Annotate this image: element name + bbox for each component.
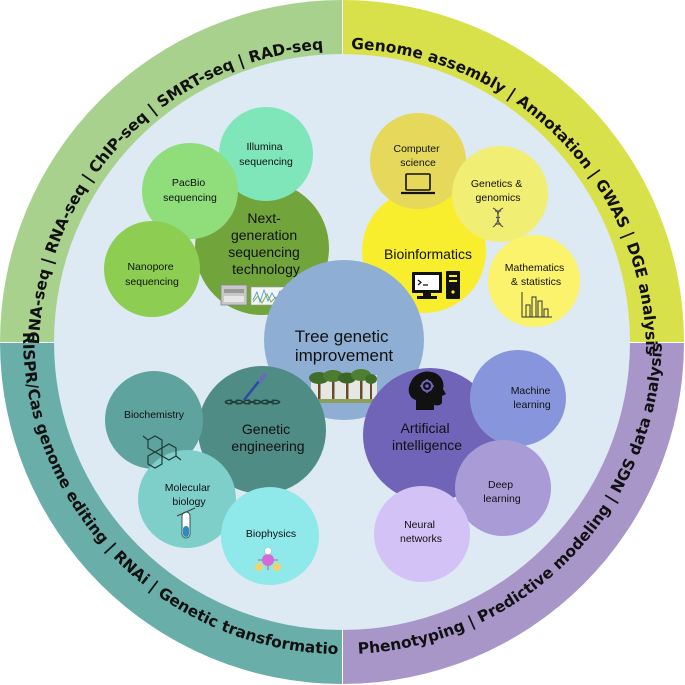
gen-eng-main-label: Genetic engineering <box>231 421 304 454</box>
illumina-circle <box>219 107 313 201</box>
biochemistry-label: Biochemistry <box>124 409 185 421</box>
illumina-label: Illumina sequencing <box>239 141 293 168</box>
genetics-genomics-circle <box>452 146 548 242</box>
genetic-engineering-cluster: Biochemistry Molecular biology Biophysic… <box>105 366 326 585</box>
trees-icon <box>309 369 377 403</box>
center-node: Tree genetic improvement <box>264 260 424 420</box>
ngs-cluster: Illumina sequencing PacBio sequencing Na… <box>104 107 329 317</box>
center-circle <box>264 260 424 420</box>
pacbio-circle <box>142 143 238 239</box>
machine-learning-circle <box>470 350 566 446</box>
bioinformatics-cluster: Computer science Genetics & genomics Mat… <box>362 113 580 327</box>
brain-gear-icon <box>408 371 446 410</box>
bioinformatics-main-label: Bioinformatics <box>384 246 472 262</box>
math-statistics-label: Mathematics & statistics <box>505 262 567 288</box>
test-tube-icon <box>176 507 196 539</box>
atom-model-icon <box>255 547 281 571</box>
ai-main-label: Artificial intelligence <box>392 420 462 453</box>
laptop-icon <box>401 173 435 195</box>
deep-learning-label: Deep learning <box>483 479 521 505</box>
biophysics-label: Biophysics <box>246 528 296 540</box>
biochemistry-circle <box>105 371 203 469</box>
computer-science-label: Computer science <box>393 143 442 169</box>
nanopore-label: Nanopore sequencing <box>125 261 179 288</box>
dna-icon <box>492 207 504 228</box>
genetics-genomics-label: Genetics & genomics <box>471 178 525 204</box>
neural-networks-label: Neural networks <box>400 519 442 545</box>
bar-chart-icon <box>521 292 552 318</box>
pacbio-label: PacBio sequencing <box>163 177 217 204</box>
molecular-biology-label: Molecular biology <box>165 482 213 508</box>
molecular-biology-circle <box>138 450 236 548</box>
computer-science-circle <box>370 113 466 209</box>
deep-learning-circle <box>455 440 551 536</box>
molecule-icon <box>142 435 182 469</box>
machine-learning-label: Machine learning <box>511 385 554 411</box>
computer-icon <box>412 271 460 299</box>
dna-scissors-icon <box>224 372 281 405</box>
neural-networks-circle <box>374 486 470 582</box>
nanopore-circle <box>104 221 200 317</box>
gen-eng-main-circle <box>198 366 326 494</box>
biophysics-circle <box>221 487 319 585</box>
ngs-main-label: Next- generation sequencing technology <box>228 210 304 277</box>
ai-cluster: Machine learning Deep learning Neural ne… <box>363 350 566 582</box>
math-statistics-circle <box>488 235 580 327</box>
center-label: Tree genetic improvement <box>295 327 394 365</box>
